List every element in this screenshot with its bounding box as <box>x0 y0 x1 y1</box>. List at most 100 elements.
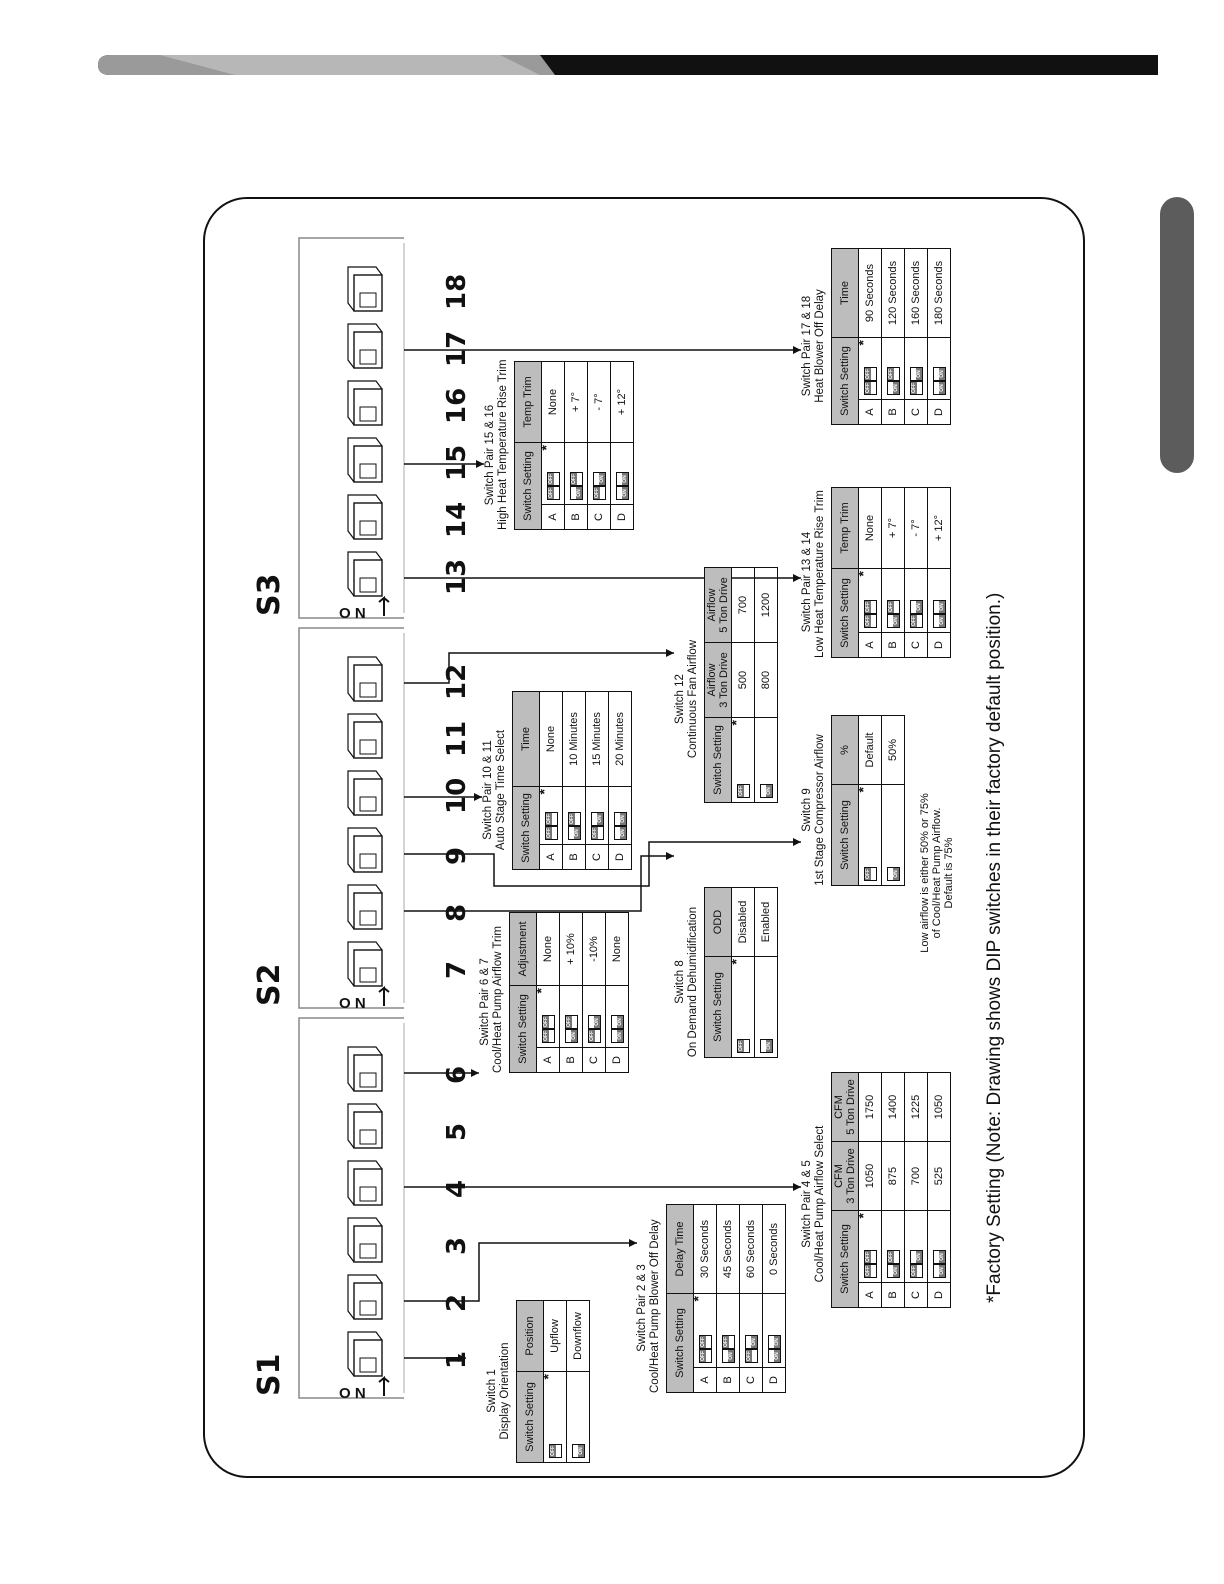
row-value: 60 Seconds <box>739 1204 763 1294</box>
note-line: Default is 75% <box>943 837 955 909</box>
dip-state-fill: ON <box>596 813 603 825</box>
switch-number: 18 <box>442 273 472 310</box>
dip-switch-lever <box>359 463 377 479</box>
row-letter: D <box>605 1047 629 1073</box>
switch-state-icon: OFF <box>736 1039 750 1053</box>
default-marker: * <box>690 1296 706 1302</box>
row-letter: D <box>608 844 632 870</box>
row-letter: C <box>904 632 928 658</box>
table-header-cell: Switch Setting <box>831 784 859 886</box>
dip-state-fill: ON <box>938 1251 945 1263</box>
row-value: 1050 <box>927 1072 951 1142</box>
dip-switch-3d <box>347 1103 383 1149</box>
dip-state-cell: ON <box>615 472 629 486</box>
dip-state-cell: ON <box>564 1029 578 1043</box>
row-letter: D <box>927 399 951 425</box>
dip-state-cell: OFF <box>736 1039 750 1053</box>
table-header-cell: Switch Setting <box>514 442 542 530</box>
connector-line <box>404 855 674 912</box>
on-direction-label: O N <box>339 995 366 1012</box>
dip-state-fill: OFF <box>864 601 871 613</box>
connector-line <box>404 841 801 887</box>
switch-number: 9 <box>442 846 472 866</box>
dip-state-fill: OFF <box>864 1265 871 1277</box>
arrowhead-icon <box>474 793 482 801</box>
dip-state-cell: ON <box>886 867 900 881</box>
note-line: Low airflow is either 50% or 75% <box>919 793 931 953</box>
dip-state-fill: ON <box>577 1445 584 1457</box>
row-value: + 10% <box>559 912 583 986</box>
switch-state-icon: OFF <box>548 1444 562 1458</box>
dip-state-fill: ON <box>892 868 899 880</box>
row-value: 700 <box>904 1141 928 1211</box>
row-letter: B <box>881 1282 905 1308</box>
caption-line: Switch Pair 4 & 5 <box>801 1160 813 1248</box>
dip-state-cell: ON <box>587 1015 601 1029</box>
default-marker: * <box>533 988 549 994</box>
dip-state-cell: ON <box>932 600 946 614</box>
dip-switch-lever <box>359 349 377 365</box>
table-header-cell: Switch Setting <box>704 717 732 803</box>
switch-number: 16 <box>442 387 472 424</box>
row-letter: A <box>539 844 563 870</box>
dip-state-fill: OFF <box>745 1350 752 1362</box>
row-value: 1750 <box>858 1072 882 1142</box>
dip-state-fill: ON <box>938 601 945 613</box>
dip-state-cell: OFF <box>863 381 877 395</box>
dip-block-label: S1 <box>252 1353 287 1396</box>
dip-switch-lever <box>359 1357 377 1373</box>
dip-state-cell: OFF <box>863 1264 877 1278</box>
dip-block-label: S2 <box>252 963 287 1006</box>
dip-state-cell: OFF <box>546 486 560 500</box>
dip-switch-lever <box>359 406 377 422</box>
row-value: 90 Seconds <box>858 248 882 338</box>
default-marker: * <box>540 1374 556 1380</box>
row-letter: D <box>762 1367 786 1393</box>
side-tab <box>1160 197 1194 473</box>
dip-switch-3d <box>347 323 383 369</box>
row-value: 875 <box>881 1141 905 1211</box>
dip-state-cell: OFF <box>909 381 923 395</box>
dip-state-cell: OFF <box>698 1335 712 1349</box>
dip-state-cell: ON <box>744 1335 758 1349</box>
dip-state-fill: ON <box>915 368 922 380</box>
table-header-cell: Time <box>831 248 859 338</box>
dip-block-outline <box>298 627 404 1009</box>
dip-state-fill: OFF <box>568 813 575 825</box>
dip-switch-lever <box>359 1129 377 1145</box>
dip-state-fill: OFF <box>887 1251 894 1263</box>
on-arrow-icon <box>378 985 390 1006</box>
caption-line: Switch 1 <box>486 1369 498 1413</box>
on-direction-label: O N <box>339 1385 366 1402</box>
table-header-cell: Airflow 3 Ton Drive <box>704 642 732 718</box>
dip-state-cell: OFF <box>863 367 877 381</box>
dip-state-fill: ON <box>750 1336 757 1348</box>
default-marker: * <box>728 720 744 726</box>
dip-state-fill: OFF <box>699 1336 706 1348</box>
table-header-cell: CFM 5 Ton Drive <box>831 1072 859 1142</box>
arrowhead-icon <box>793 1183 801 1191</box>
row-letter: B <box>564 504 588 530</box>
default-marker: * <box>855 1213 871 1219</box>
dip-state-cell: ON <box>613 826 627 840</box>
